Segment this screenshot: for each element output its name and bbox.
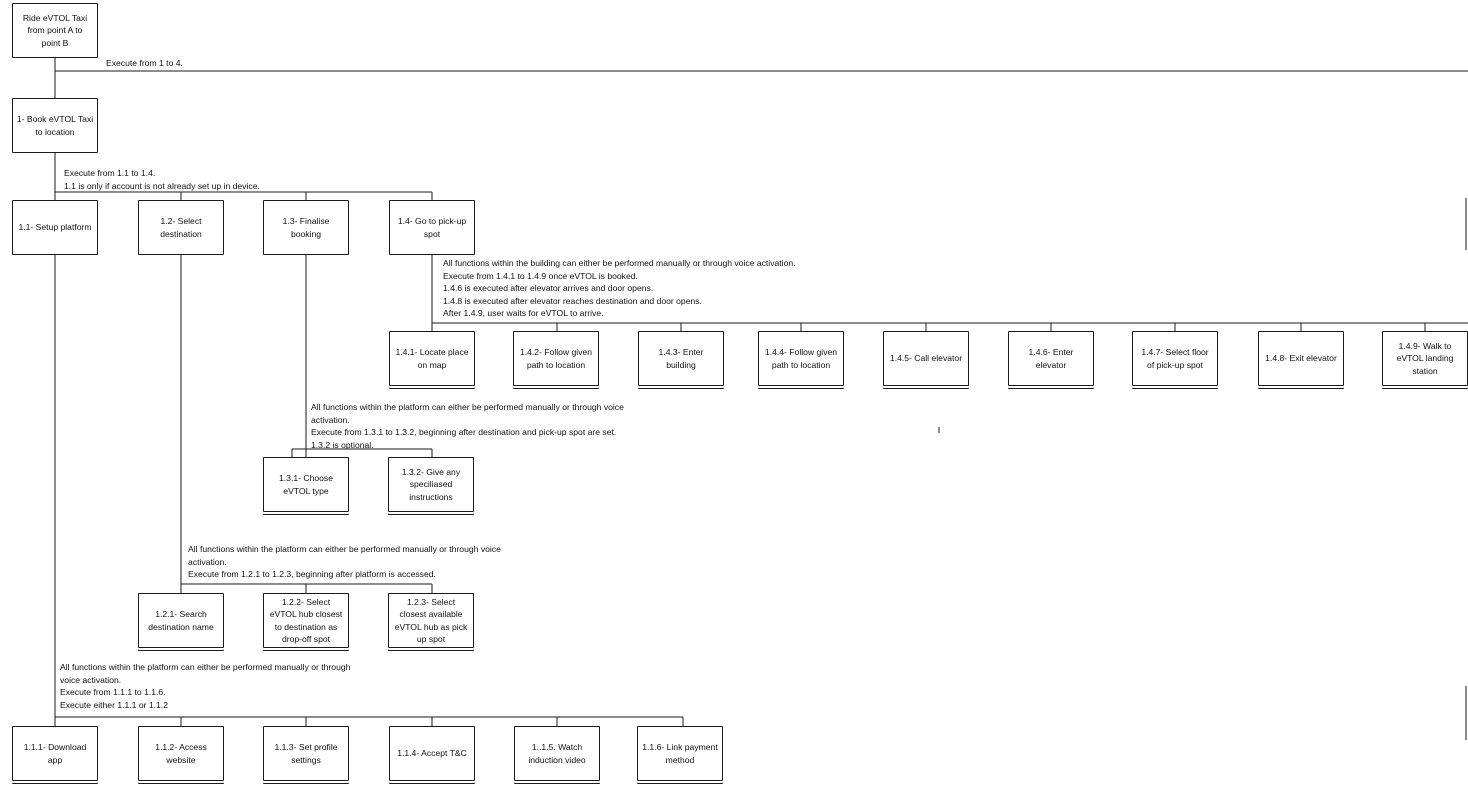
plan-1-3-note: All functions within the platform can ei… [311, 402, 624, 450]
node-1-4-9[interactable]: 1.4.9- Walk to eVTOL landing station [1382, 331, 1468, 386]
node-1-3-2-label: 1.3.2- Give any speciliased instructions [401, 466, 461, 502]
node-1-4-5[interactable]: 1.4.5- Call elevator [883, 331, 969, 386]
node-root-label: Ride eVTOL Taxi from point A to point B [22, 12, 88, 48]
node-1-1-2[interactable]: 1.1.2- Access website [138, 726, 224, 781]
node-1-2-3-label: 1.2.3- Select closest available eVTOL hu… [394, 596, 468, 645]
node-1-4-8-label: 1.4.8- Exit elevator [1265, 353, 1337, 364]
node-1-3-1-label: 1.3.1- Choose eVTOL type [279, 473, 333, 496]
node-1-4-7[interactable]: 1.4.7- Select floor of pick-up spot [1132, 331, 1218, 386]
node-1-3-label: 1.3- Finalise booking [282, 216, 330, 239]
plan-1-note: Execute from 1.1 to 1.4. 1.1 is only if … [64, 168, 260, 191]
node-1-2-2[interactable]: 1.2.2- Select eVTOL hub closest to desti… [263, 593, 349, 648]
node-1-2[interactable]: 1.2- Select destination [138, 200, 224, 255]
node-1-4-5-label: 1.4.5- Call elevator [889, 353, 963, 364]
node-1-1-4-label: 1.1.4- Accept T&C [397, 748, 467, 759]
node-1-4-3-label: 1.4.3- Enter building [658, 347, 704, 370]
node-1-4-4[interactable]: 1.4.4- Follow given path to location [758, 331, 844, 386]
node-1-4-8[interactable]: 1.4.8- Exit elevator [1258, 331, 1344, 386]
node-1-1-3-label: 1.1.3- Set profile settings [274, 742, 338, 765]
node-1-1-5[interactable]: 1..1.5. Watch induction video [514, 726, 600, 781]
node-1-2-1[interactable]: 1.2.1- Search destination name [138, 593, 224, 648]
node-1-1-3[interactable]: 1.1.3- Set profile settings [263, 726, 349, 781]
node-1-2-label: 1.2- Select destination [160, 216, 202, 239]
plan-0-note: Execute from 1 to 4. [106, 58, 183, 68]
node-1-1-1[interactable]: 1.1.1- Download app [12, 726, 98, 781]
node-1-2-3[interactable]: 1.2.3- Select closest available eVTOL hu… [388, 593, 474, 648]
node-root[interactable]: Ride eVTOL Taxi from point A to point B [12, 3, 98, 58]
node-1-4-2[interactable]: 1.4.2- Follow given path to location [513, 331, 599, 386]
node-1-1[interactable]: 1.1- Setup platform [12, 200, 98, 255]
plan-1-1-note: All functions within the platform can ei… [60, 662, 351, 710]
node-1[interactable]: 1- Book eVTOL Taxi to location [12, 98, 98, 153]
node-1-2-2-label: 1.2.2- Select eVTOL hub closest to desti… [269, 596, 343, 645]
node-1-1-5-label: 1..1.5. Watch induction video [528, 742, 586, 765]
node-1-4-1-label: 1.4.1- Locate place on map [395, 347, 469, 370]
node-1-3[interactable]: 1.3- Finalise booking [263, 200, 349, 255]
node-1-3-1[interactable]: 1.3.1- Choose eVTOL type [263, 457, 349, 512]
node-1-1-2-label: 1.1.2- Access website [155, 742, 207, 765]
node-1-4-2-label: 1.4.2- Follow given path to location [519, 347, 593, 370]
node-1-1-6-label: 1.1.6- Link payment method [642, 742, 718, 765]
plan-1-2-note: All functions within the platform can ei… [188, 544, 501, 580]
node-1-1-6[interactable]: 1.1.6- Link payment method [637, 726, 723, 781]
node-1-label: 1- Book eVTOL Taxi to location [16, 114, 94, 137]
node-1-4-4-label: 1.4.4- Follow given path to location [764, 347, 838, 370]
node-1-4-1[interactable]: 1.4.1- Locate place on map [389, 331, 475, 386]
node-1-1-4[interactable]: 1.1.4- Accept T&C [389, 726, 475, 781]
plan-1-4-note: All functions within the building can ei… [443, 258, 796, 319]
node-1-2-1-label: 1.2.1- Search destination name [148, 609, 214, 632]
node-1-4-3[interactable]: 1.4.3- Enter building [638, 331, 724, 386]
node-1-4[interactable]: 1.4- Go to pick-up spot [389, 200, 475, 255]
node-1-1-label: 1.1- Setup platform [18, 222, 92, 233]
node-1-4-7-label: 1.4.7- Select floor of pick-up spot [1141, 347, 1209, 370]
node-1-3-2[interactable]: 1.3.2- Give any speciliased instructions [388, 457, 474, 512]
node-1-1-1-label: 1.1.1- Download app [23, 742, 87, 765]
node-1-4-6-label: 1.4.6- Enter elevator [1028, 347, 1074, 370]
node-1-4-label: 1.4- Go to pick-up spot [397, 216, 467, 239]
node-1-4-6[interactable]: 1.4.6- Enter elevator [1008, 331, 1094, 386]
node-1-4-9-label: 1.4.9- Walk to eVTOL landing station [1396, 340, 1454, 376]
